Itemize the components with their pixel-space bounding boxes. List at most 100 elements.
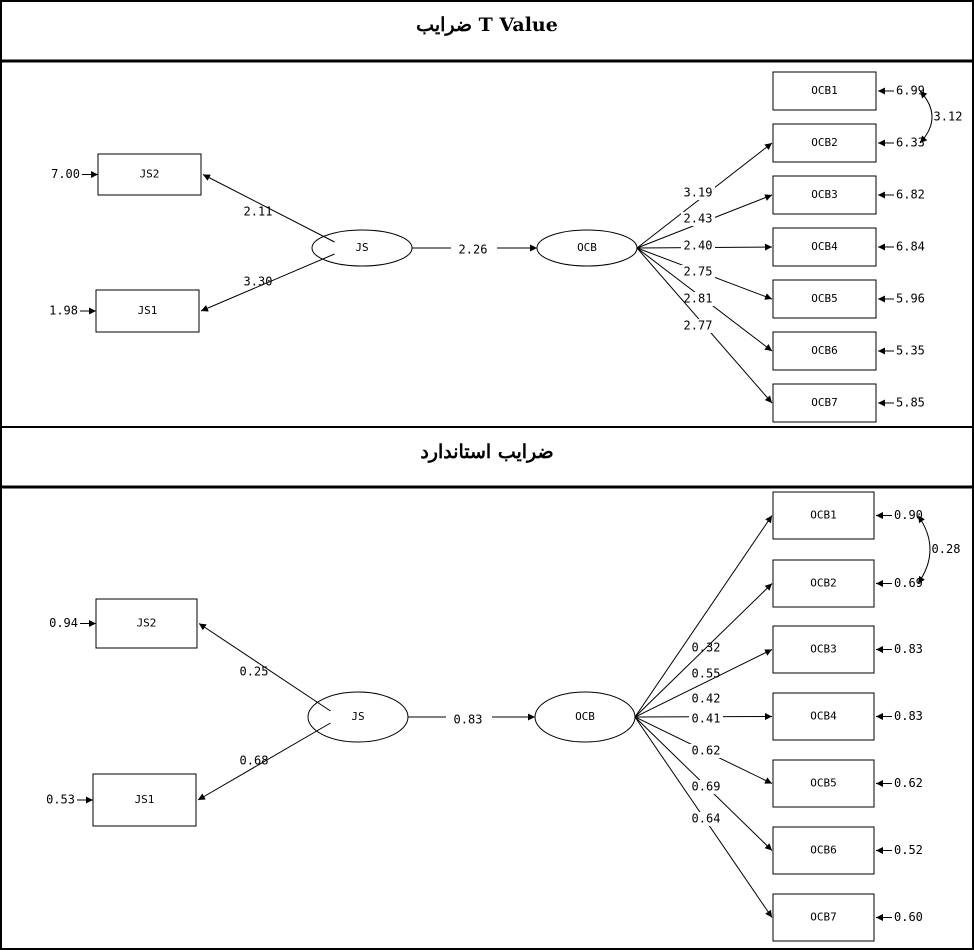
loading-ocb2-value: 3.19 bbox=[684, 186, 713, 200]
loading-js1-value: 0.68 bbox=[240, 754, 269, 768]
latent-js-label: JS bbox=[351, 710, 364, 723]
loading-js2-value: 2.11 bbox=[244, 205, 273, 219]
loading-ocb5-value-bg bbox=[689, 744, 723, 758]
indicator-js2-box bbox=[95, 598, 198, 649]
loading-ocb4-value: 2.40 bbox=[684, 239, 713, 253]
indicator-ocb5-box bbox=[772, 279, 877, 319]
error-js1-value: 0.53 bbox=[46, 793, 75, 807]
indicator-js1-label: JS1 bbox=[138, 304, 158, 317]
error-ocb3-value: 0.83 bbox=[894, 642, 923, 656]
indicator-ocb6-box bbox=[772, 331, 877, 371]
error-js1-value: 1.98 bbox=[49, 304, 78, 318]
indicator-ocb6-box bbox=[772, 826, 875, 875]
error-ocb7-value: 5.85 bbox=[896, 396, 925, 410]
loading-js1-value: 3.30 bbox=[244, 275, 273, 289]
error-ocb5-value: 5.96 bbox=[896, 292, 925, 306]
indicator-ocb7-label: OCB7 bbox=[810, 911, 837, 924]
indicator-ocb1-box bbox=[772, 491, 875, 540]
loading-js1-arrow bbox=[197, 722, 331, 801]
panel-title-tvalue: ضرایب T Value bbox=[416, 14, 558, 36]
error-ocb1-value: 6.99 bbox=[896, 84, 925, 98]
latent-ocb-label: OCB bbox=[575, 710, 595, 723]
loading-js2-arrow bbox=[198, 623, 331, 712]
loading-ocb7-value-bg bbox=[689, 812, 723, 826]
indicator-js1-box bbox=[92, 773, 197, 827]
loading-ocb6-value-bg bbox=[681, 292, 715, 306]
indicator-ocb6-label: OCB6 bbox=[810, 844, 837, 857]
error-ocb2-value: 6.33 bbox=[896, 136, 925, 150]
path-js-ocb-value: 0.83 bbox=[454, 713, 483, 727]
loading-ocb7-value: 0.64 bbox=[692, 812, 721, 826]
indicator-js1-label: JS1 bbox=[135, 793, 155, 806]
indicator-js2-label: JS2 bbox=[137, 617, 157, 630]
loading-ocb2-value-bg bbox=[681, 186, 715, 200]
indicator-ocb2-label: OCB2 bbox=[810, 577, 837, 590]
indicator-ocb7-label: OCB7 bbox=[811, 396, 838, 409]
indicator-ocb3-label: OCB3 bbox=[811, 188, 838, 201]
indicator-ocb3-label: OCB3 bbox=[810, 643, 837, 656]
indicator-js2-label: JS2 bbox=[140, 168, 160, 181]
loading-ocb4-value-bg bbox=[681, 239, 715, 253]
indicator-ocb2-box bbox=[772, 559, 875, 608]
error-ocb4-value: 0.83 bbox=[894, 709, 923, 723]
loading-js2-value: 0.25 bbox=[240, 665, 269, 679]
error-ocb7-value: 0.60 bbox=[894, 910, 923, 924]
error-ocb6-value: 5.35 bbox=[896, 344, 925, 358]
indicator-ocb7-box bbox=[772, 383, 877, 423]
loading-ocb1-arrow bbox=[634, 515, 773, 718]
loading-ocb3-arrow bbox=[634, 649, 773, 718]
loading-ocb7-value: 2.77 bbox=[684, 319, 713, 333]
indicator-ocb5-label: OCB5 bbox=[810, 777, 837, 790]
loading-ocb7-value-bg bbox=[681, 319, 715, 333]
indicator-ocb5-label: OCB5 bbox=[811, 292, 838, 305]
panel-title-standardized: ضرایب استاندارد bbox=[420, 441, 554, 463]
loading-ocb3-value-bg bbox=[689, 692, 723, 706]
indicator-ocb4-box bbox=[772, 692, 875, 741]
indicator-ocb6-label: OCB6 bbox=[811, 344, 838, 357]
loading-js2-arrow bbox=[202, 174, 335, 243]
latent-js-label: JS bbox=[355, 241, 368, 254]
covariance-ocb1-ocb2-value: 3.12 bbox=[934, 110, 963, 124]
loading-ocb3-value-bg bbox=[681, 212, 715, 226]
loading-ocb3-value: 2.43 bbox=[684, 212, 713, 226]
error-ocb1-value: 0.90 bbox=[894, 508, 923, 522]
loading-ocb5-value: 0.62 bbox=[692, 744, 721, 758]
loading-ocb4-value: 0.41 bbox=[692, 712, 721, 726]
loading-js1-arrow bbox=[200, 253, 335, 312]
error-ocb2-value: 0.69 bbox=[894, 576, 923, 590]
indicator-ocb4-box bbox=[772, 227, 877, 267]
error-js2-value: 7.00 bbox=[51, 167, 80, 181]
error-ocb6-value: 0.52 bbox=[894, 843, 923, 857]
loading-ocb6-value-bg bbox=[689, 780, 723, 794]
covariance-ocb1-ocb2-arc bbox=[919, 90, 933, 144]
indicator-ocb7-box bbox=[772, 893, 875, 942]
indicator-ocb4-label: OCB4 bbox=[810, 710, 837, 723]
path-js-ocb-value: 2.26 bbox=[459, 243, 488, 257]
indicator-ocb3-box bbox=[772, 175, 877, 215]
error-ocb4-value: 6.84 bbox=[896, 240, 925, 254]
indicator-ocb5-box bbox=[772, 759, 875, 808]
loading-ocb5-value: 2.75 bbox=[684, 265, 713, 279]
covariance-ocb1-ocb2-value: 0.28 bbox=[932, 542, 961, 556]
loading-ocb6-value: 2.81 bbox=[684, 292, 713, 306]
covariance-ocb1-ocb2-arc bbox=[917, 515, 931, 584]
error-ocb5-value: 0.62 bbox=[894, 776, 923, 790]
indicator-ocb1-label: OCB1 bbox=[810, 509, 837, 522]
indicator-ocb1-label: OCB1 bbox=[811, 84, 838, 97]
loading-ocb3-value: 0.42 bbox=[692, 692, 721, 706]
indicator-ocb2-box bbox=[772, 123, 877, 163]
latent-ocb-label: OCB bbox=[577, 241, 597, 254]
loading-ocb2-value: 0.55 bbox=[692, 667, 721, 681]
indicator-ocb3-box bbox=[772, 625, 875, 674]
error-js2-value: 0.94 bbox=[49, 616, 78, 630]
indicator-ocb1-box bbox=[772, 71, 877, 111]
indicator-js2-box bbox=[97, 153, 202, 196]
loading-ocb5-value-bg bbox=[681, 265, 715, 279]
error-ocb3-value: 6.82 bbox=[896, 188, 925, 202]
loading-ocb4-value-bg bbox=[689, 712, 723, 726]
loading-ocb2-arrow bbox=[634, 583, 773, 718]
